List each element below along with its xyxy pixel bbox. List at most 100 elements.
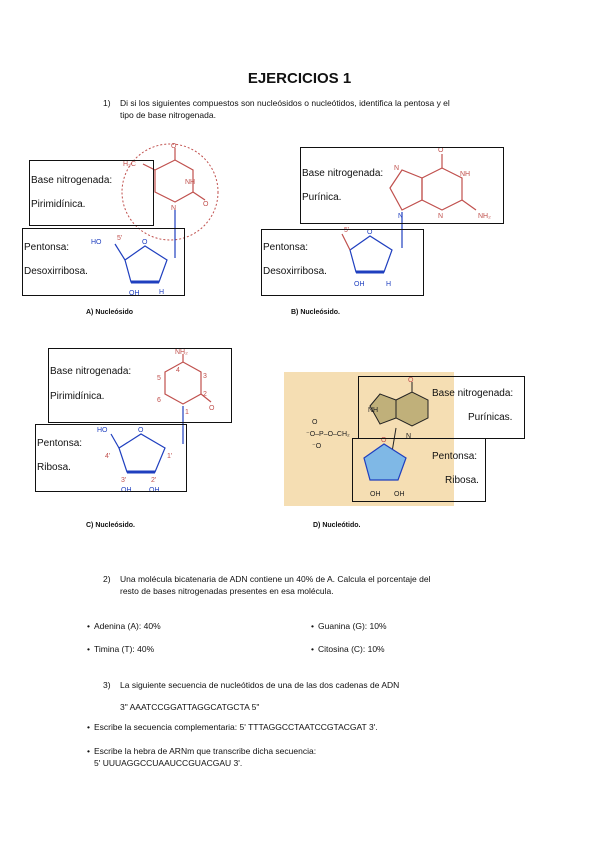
label-5prime: 5' — [117, 235, 122, 242]
sugar-ring — [363, 443, 407, 481]
panel-b-base-value: Purínica. — [302, 192, 342, 203]
num-6: 6 — [157, 397, 161, 404]
num-2prime: 2' — [151, 477, 156, 484]
sugar-ring — [349, 235, 393, 273]
q1-number: 1) — [103, 98, 111, 108]
q3-mrna-answer: 5' UUUAGGCCUAAUCCGUACGAU 3'. — [94, 758, 243, 768]
panel-a-base-box — [29, 160, 154, 226]
panel-b-caption: B) Nucleósido. — [291, 309, 341, 316]
atom-n-top: N — [394, 165, 399, 172]
atom-o: O — [438, 147, 444, 154]
panel-c-base-value: Pirimidínica. — [50, 391, 105, 402]
q1-text-line1: Di si los siguientes compuestos son nucl… — [120, 98, 450, 108]
q1-text-line2: tipo de base nitrogenada. — [120, 110, 216, 120]
panel-b-base-label: Base nitrogenada: — [302, 168, 384, 179]
atom-o-minus: ⁻O — [312, 443, 322, 450]
atom-oh-left: OH — [370, 491, 381, 498]
num-1prime: 1' — [167, 453, 172, 460]
panel-c-structure: NH₂ O 4 3 5 2 6 1 HO O 4' 1' 3' 2' OH OH — [97, 349, 215, 494]
bullet: • — [311, 621, 314, 631]
q2-number: 2) — [103, 574, 111, 584]
num-1: 1 — [185, 409, 189, 416]
bullet: • — [87, 722, 90, 732]
q3-text-line1: La siguiente secuencia de nucleótidos de… — [120, 680, 400, 690]
num-3prime: 3' — [121, 477, 126, 484]
atom-n-bottom: N — [438, 213, 443, 220]
num-4prime: 4' — [105, 453, 110, 460]
panel-a-pentose-value: Desoxirribosa. — [24, 266, 88, 277]
panel-c-pentose-value: Ribosa. — [37, 462, 71, 473]
sugar-ring — [118, 433, 166, 473]
sugar-ring — [124, 245, 168, 283]
q2-text-line1: Una molécula bicatenaria de ADN contiene… — [120, 574, 431, 584]
atom-nh2: NH₂ — [478, 213, 491, 220]
bullet: • — [87, 746, 90, 756]
answer-guanina: Guanina (G): 10% — [318, 621, 387, 631]
answer-adenina: Adenina (A): 40% — [94, 621, 161, 631]
atom-nh: NH — [460, 171, 470, 178]
atom-o-ring: O — [381, 437, 387, 444]
atom-nh: NH — [185, 179, 195, 186]
atom-n: N — [406, 433, 411, 440]
bullet: • — [87, 644, 90, 654]
panel-d-structure: O NH N O ⁻O–P–O–CH₂ O ⁻O OH OH — [306, 377, 429, 498]
panel-c-base-label: Base nitrogenada: — [50, 366, 132, 377]
page-title: EJERCICIOS 1 — [247, 70, 352, 87]
atom-h3c: H₃C — [123, 161, 136, 168]
atom-o: O — [408, 377, 414, 384]
label-5prime: 5' — [344, 227, 349, 234]
q3-sequence: 3" AAATCCGGATTAGGCATGCTA 5" — [120, 702, 260, 712]
atom-o: O — [209, 405, 215, 412]
num-4: 4 — [176, 367, 180, 374]
panel-a-pentose-box — [22, 228, 185, 296]
num-3: 3 — [203, 373, 207, 380]
panel-b-base-box — [300, 147, 504, 224]
panel-d-pentose-value: Ribosa. — [445, 475, 479, 486]
atom-hn: NH — [368, 407, 378, 414]
atom-ho: HO — [91, 239, 102, 246]
atom-oh-right: OH — [394, 491, 405, 498]
panel-c-caption: C) Nucleósido. — [86, 522, 136, 529]
q3-mrna-prompt: Escribe la hebra de ARNm que transcribe … — [94, 746, 317, 756]
q3-complementary: Escribe la secuencia complementaria: 5' … — [94, 722, 378, 732]
panel-d-caption: D) Nucleótido. — [313, 522, 361, 529]
q3-number: 3) — [103, 680, 111, 690]
dashed-circle — [121, 143, 219, 241]
panel-b-structure: O NH NH₂ N N N 5' O OH H — [341, 147, 491, 288]
atom-oh: OH — [354, 281, 365, 288]
atom-o-right: O — [203, 201, 209, 208]
panel-a-base-label: Base nitrogenada: — [31, 175, 113, 186]
answer-timina: Timina (T): 40% — [94, 644, 155, 654]
panel-c-pentose-box — [35, 424, 187, 492]
num-2: 2 — [203, 391, 207, 398]
panel-c-pentose-label: Pentonsa: — [37, 438, 83, 449]
phosphate-group: ⁻O–P–O–CH₂ — [306, 431, 350, 438]
atom-o-top: O — [312, 419, 318, 426]
atom-o-ring: O — [138, 427, 144, 434]
bullet: • — [87, 621, 90, 631]
panel-d-base-box — [358, 376, 525, 439]
num-5: 5 — [157, 375, 161, 382]
atom-oh: OH — [129, 290, 140, 297]
panel-b-pentose-value: Desoxirribosa. — [263, 266, 327, 277]
panel-d-base-value: Purínicas. — [468, 412, 513, 423]
panel-d-pentose-box — [352, 438, 486, 502]
panel-d-pentose-label: Pentonsa: — [432, 451, 478, 462]
atom-oh-left: OH — [121, 487, 132, 494]
bullet: • — [311, 644, 314, 654]
q2-text-line2: resto de bases nitrogenadas presentes en… — [120, 586, 334, 596]
atom-o-ring: O — [367, 229, 373, 236]
panel-b-pentose-label: Pentonsa: — [263, 242, 309, 253]
panel-c-base-box — [48, 348, 232, 423]
panel-a-base-value: Pirimidínica. — [31, 199, 86, 210]
atom-ho: HO — [97, 427, 108, 434]
atom-h: H — [159, 289, 164, 296]
atom-o-top: O — [171, 143, 177, 150]
answer-citosina: Citosina (C): 10% — [318, 644, 385, 654]
atom-n-glyco: N — [398, 213, 403, 220]
atom-n: N — [171, 205, 176, 212]
panel-d-background — [284, 372, 454, 506]
atom-o-ring: O — [142, 239, 148, 246]
panel-a-caption: A) Nucleósido — [86, 309, 134, 316]
panel-a-structure: O O H₃C NH N HO 5' O OH H — [91, 143, 219, 297]
